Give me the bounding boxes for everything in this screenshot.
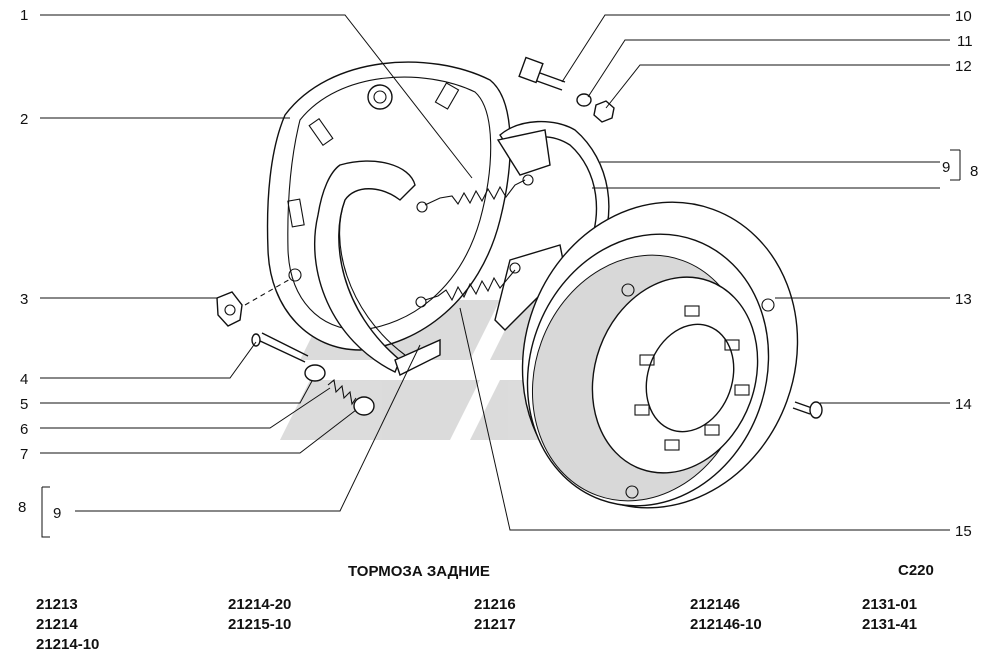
brake-shoe-right	[494, 120, 610, 331]
brake-shoe-left	[314, 160, 441, 376]
callout-9-right: 9	[942, 159, 950, 176]
diagram-title: ТОРМОЗА ЗАДНИЕ	[348, 563, 490, 580]
model-2131-41: 2131-41	[862, 616, 918, 633]
callout-11: 11	[957, 33, 973, 50]
bolt	[518, 56, 566, 91]
model-21213: 21213	[36, 596, 78, 613]
callout-4: 4	[20, 371, 28, 388]
callout-2: 2	[20, 111, 28, 128]
adjuster-bushing	[216, 277, 293, 327]
lower-spring	[415, 262, 521, 308]
model-21214-20: 21214-20	[228, 596, 292, 613]
upper-spring	[416, 174, 534, 213]
callout-12: 12	[955, 58, 972, 75]
leader-lines	[40, 14, 961, 538]
model-21215-10: 21215-10	[228, 616, 292, 633]
callout-7: 7	[20, 446, 28, 463]
hold-down-washer	[353, 396, 375, 416]
callout-10: 10	[955, 8, 972, 25]
callout-8-left: 8	[18, 499, 26, 516]
hold-down-pin	[251, 332, 309, 363]
callout-9-left: 9	[53, 505, 61, 522]
callout-1: 1	[20, 7, 28, 24]
hold-down-spring	[327, 378, 357, 406]
page-code: C220	[898, 562, 934, 579]
drum-screw	[792, 401, 823, 419]
model-2131-01: 2131-01	[862, 596, 918, 613]
callout-8-right: 8	[970, 163, 978, 180]
callout-14: 14	[955, 396, 972, 413]
callout-5: 5	[20, 396, 28, 413]
callout-6: 6	[20, 421, 28, 438]
brake-drum	[521, 201, 799, 509]
callout-15: 15	[955, 523, 972, 540]
hold-down-cup	[304, 364, 326, 382]
callout-numbers: 1 2 3 4 5 6 7 8 9 9 8 10 11 12 13 14 15	[18, 7, 978, 540]
model-21217: 21217	[474, 616, 516, 633]
spring-washer	[576, 93, 592, 107]
callout-13: 13	[955, 291, 972, 308]
model-21214: 21214	[36, 616, 78, 633]
model-21216: 21216	[474, 596, 516, 613]
nut	[593, 100, 615, 123]
callout-3: 3	[20, 291, 28, 308]
model-21214-10: 21214-10	[36, 636, 100, 653]
model-212146: 212146	[690, 596, 741, 613]
model-212146-10: 212146-10	[690, 616, 762, 633]
